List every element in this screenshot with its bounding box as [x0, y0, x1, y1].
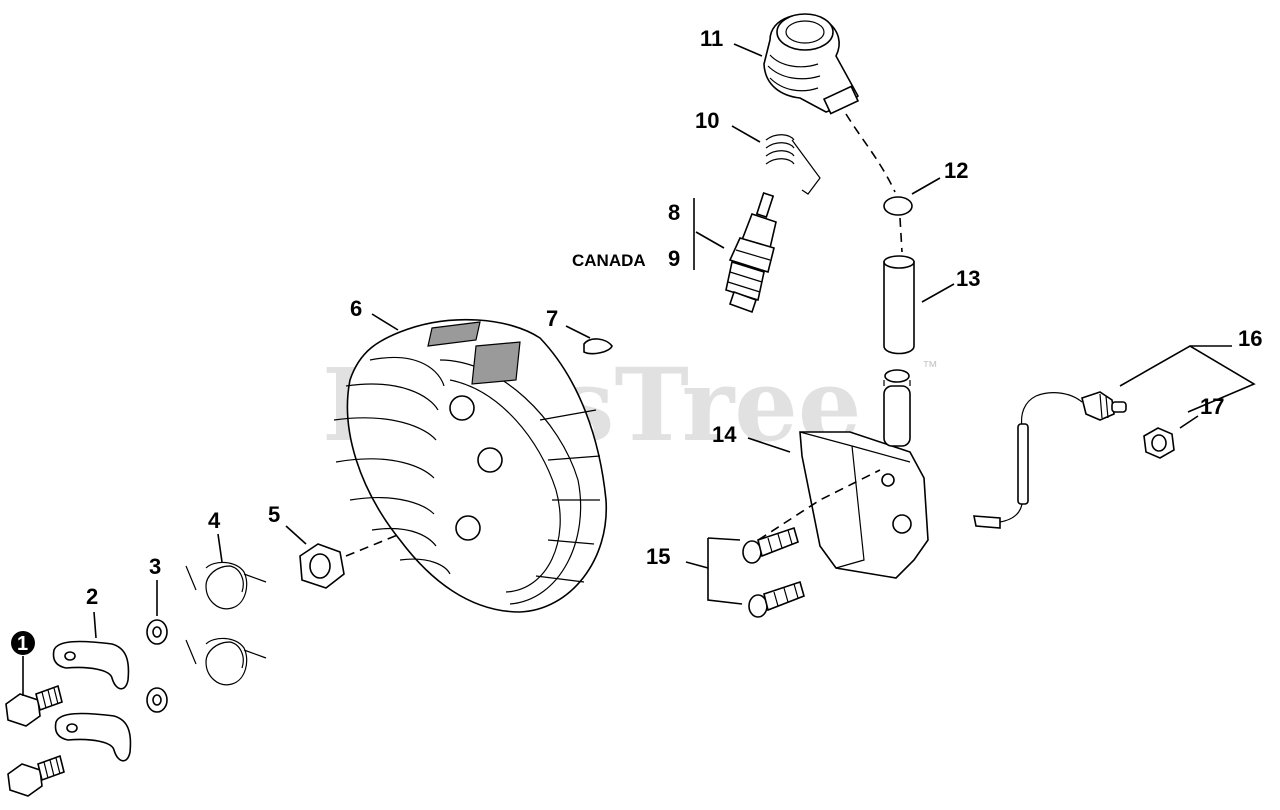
bolt-1-lower[interactable]	[7, 754, 65, 797]
washer-3-upper[interactable]	[146, 619, 168, 645]
callout-5[interactable]: 5	[268, 502, 280, 527]
tube-13[interactable]	[883, 255, 915, 355]
leader-6	[371, 313, 399, 331]
watermark-trademark: ™	[922, 359, 938, 376]
note-canada: CANADA	[572, 251, 646, 270]
assembly-line-5-6	[345, 533, 401, 557]
ignition-module-14[interactable]	[799, 369, 929, 579]
callout-1-badge	[11, 631, 35, 655]
leader-4	[217, 533, 223, 563]
hex-nut-17[interactable]	[1143, 427, 1175, 459]
washer-3-lower[interactable]	[146, 687, 168, 713]
callout-3[interactable]: 3	[149, 554, 161, 579]
bolt-1-upper[interactable]	[5, 684, 63, 727]
leader-13	[921, 283, 955, 303]
callout-12[interactable]: 12	[944, 158, 968, 183]
flywheel-6[interactable]	[333, 318, 607, 613]
leader-14	[747, 437, 791, 453]
pawl-2-upper[interactable]	[52, 640, 130, 690]
callout-16[interactable]: 16	[1238, 326, 1262, 351]
leader-11	[733, 43, 763, 57]
callout-11[interactable]: 11	[700, 26, 723, 51]
key-7[interactable]	[583, 338, 613, 355]
pawl-2-lower[interactable]	[54, 712, 132, 762]
spark-plug-8-9[interactable]	[725, 191, 777, 314]
spring-10[interactable]	[765, 134, 821, 195]
callout-13[interactable]: 13	[956, 266, 980, 291]
spring-4-upper[interactable]	[185, 561, 267, 610]
leader-2	[93, 611, 97, 639]
callout-17[interactable]: 17	[1200, 394, 1224, 419]
bracket-16	[1119, 345, 1256, 413]
callout-4[interactable]: 4	[208, 508, 221, 533]
callout-9[interactable]: 9	[668, 246, 680, 271]
nut-5[interactable]	[299, 543, 345, 589]
callout-2[interactable]: 2	[86, 584, 98, 609]
leader-10	[731, 125, 761, 143]
spark-plug-boot[interactable]	[763, 13, 860, 115]
leader-12	[911, 177, 941, 195]
callout-6[interactable]: 6	[350, 296, 362, 321]
callout-7[interactable]: 7	[546, 306, 558, 331]
callout-10[interactable]: 10	[695, 108, 719, 133]
spring-4-lower[interactable]	[185, 637, 267, 686]
callout-15[interactable]: 15	[646, 544, 670, 569]
callout-8[interactable]: 8	[668, 200, 680, 225]
leader-5	[285, 525, 307, 545]
o-ring-12[interactable]	[883, 196, 913, 216]
callout-14[interactable]: 14	[712, 422, 737, 447]
leader-8-9	[695, 231, 725, 249]
leader-7	[565, 325, 591, 339]
callout-1[interactable]: 1	[17, 633, 28, 655]
wire-terminal-16[interactable]	[973, 391, 1127, 529]
screw-15-upper[interactable]	[742, 526, 799, 564]
leader-15	[685, 561, 709, 569]
assembly-line-12-13	[899, 217, 903, 253]
screw-15-lower[interactable]	[748, 580, 805, 618]
bracket-15	[707, 537, 743, 605]
assembly-line-11-12	[845, 113, 896, 193]
leader-17	[1179, 415, 1199, 429]
